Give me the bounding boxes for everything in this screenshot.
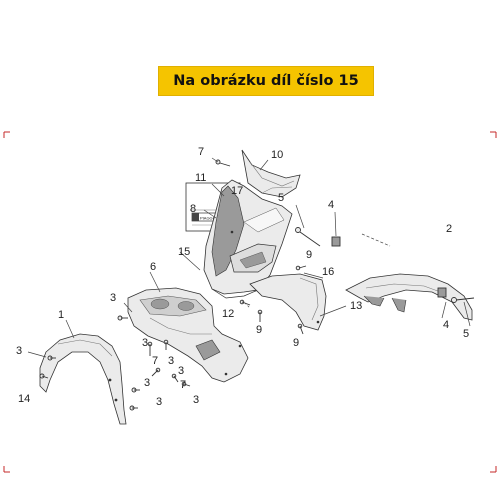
label-14: 14 <box>18 393 30 405</box>
label-12: 12 <box>222 308 234 320</box>
label-2: 2 <box>446 223 452 235</box>
inner-glove-box-part <box>127 287 249 383</box>
front-fender-part <box>39 333 127 425</box>
front-shield-part <box>203 179 293 299</box>
label-3-fender: 3 <box>16 345 22 357</box>
label-3-fender-c: 3 <box>156 396 162 408</box>
label-7-b: 7 <box>180 379 186 391</box>
fasteners <box>39 159 475 411</box>
label-3-c: 3 <box>178 365 184 377</box>
label-13: 13 <box>350 300 362 312</box>
label-3-d: 3 <box>193 394 199 406</box>
label-4-upper: 4 <box>328 199 334 211</box>
label-3-glovebox: 3 <box>110 292 116 304</box>
label-3-a: 3 <box>142 337 148 349</box>
label-3-b: 3 <box>168 355 174 367</box>
label-7-a: 7 <box>152 355 158 367</box>
leader-lines <box>27 157 471 358</box>
label-17: 17 <box>231 185 243 197</box>
exploded-parts-diagram: PIAGGIO TECHNOLOGY <box>3 131 497 473</box>
label-10: 10 <box>271 149 283 161</box>
label-5-upper: 5 <box>278 192 284 204</box>
label-5-lower: 5 <box>463 328 469 340</box>
label-1: 1 <box>58 309 64 321</box>
label-3-fender-b: 3 <box>144 377 150 389</box>
label-9-lower-b: 9 <box>293 337 299 349</box>
label-7-top: 7 <box>198 146 204 158</box>
rear-fender-part <box>345 273 473 321</box>
label-6: 6 <box>150 261 156 273</box>
part-number-banner: Na obrázku díl číslo 15 <box>158 66 374 96</box>
frame-corners <box>3 131 497 473</box>
banner-text: Na obrázku díl číslo 15 <box>173 73 359 89</box>
label-8: 8 <box>190 203 196 215</box>
label-15: 15 <box>178 246 190 258</box>
label-9-lower-a: 9 <box>256 324 262 336</box>
part-number-labels: 7 10 17 11 8 5 4 2 15 6 9 16 3 13 12 1 9… <box>16 146 469 408</box>
label-9-upper: 9 <box>306 249 312 261</box>
label-4-lower: 4 <box>443 319 449 331</box>
label-16: 16 <box>322 266 334 278</box>
lower-cover-part <box>249 273 327 331</box>
label-11: 11 <box>195 172 206 184</box>
top-cover-part <box>241 149 301 198</box>
